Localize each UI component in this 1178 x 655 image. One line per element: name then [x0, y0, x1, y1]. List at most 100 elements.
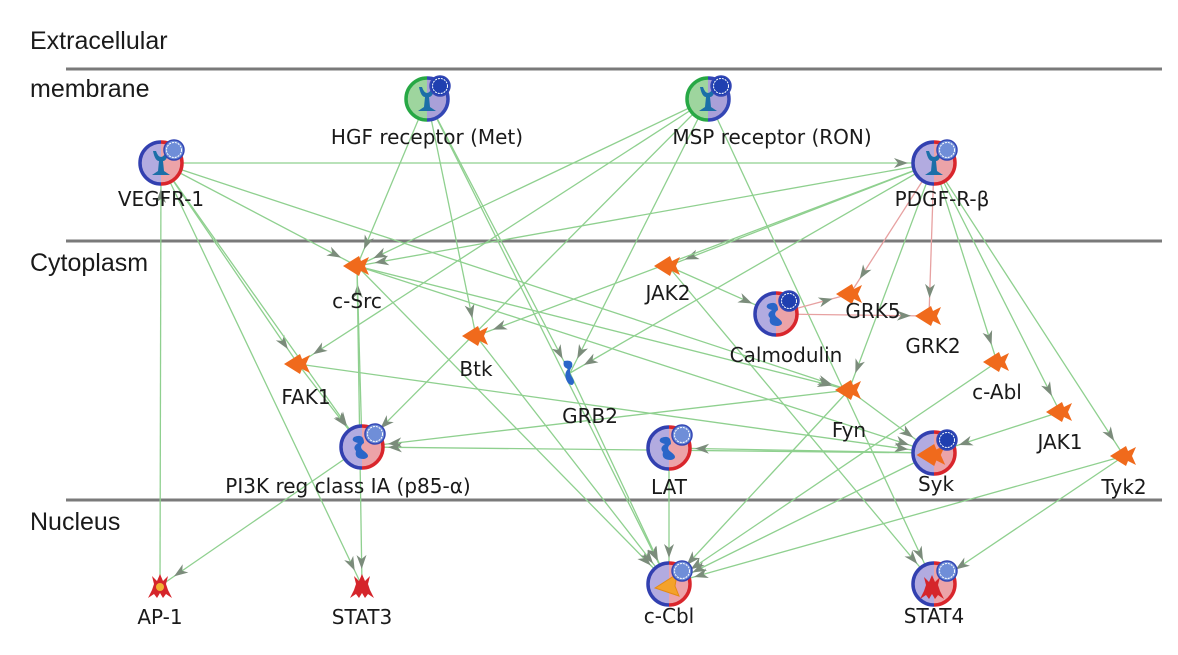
edge-arrowhead [694, 443, 710, 454]
edge-line [668, 361, 998, 585]
edge-line [475, 162, 935, 337]
edge-line [475, 335, 670, 585]
node-grk2[interactable] [915, 306, 941, 326]
node-grb2[interactable] [563, 360, 575, 385]
kinase-icon [836, 284, 862, 304]
tf-dot [156, 583, 164, 591]
receptor-glyph [699, 87, 717, 111]
edge-line [356, 265, 670, 585]
node-vegfr1[interactable] [138, 139, 185, 186]
transcription-factor-icon [920, 575, 944, 599]
edge-arrowhead [637, 551, 651, 566]
edge-arrowhead [855, 358, 865, 374]
receptor-glyph [418, 87, 436, 111]
node-syk[interactable] [911, 429, 958, 476]
badge-ring [674, 427, 690, 443]
node-label-stat3: STAT3 [332, 605, 392, 629]
edge-arrowhead [374, 255, 390, 266]
edge-arrowhead [982, 329, 993, 345]
edge-arrowhead [894, 435, 910, 446]
edge-line [160, 162, 299, 365]
edge-arrowhead [174, 564, 189, 577]
edge-line [933, 162, 1125, 457]
node-grk5[interactable] [836, 284, 862, 304]
edge-line [356, 162, 935, 267]
node-label-calmodulin: Calmodulin [730, 343, 843, 367]
node-csrc[interactable] [343, 256, 369, 276]
edge-pdgfrb-csrc [356, 162, 935, 267]
node-pi3k[interactable] [339, 423, 386, 470]
node-label-jak2: JAK2 [643, 281, 690, 305]
badge-ring [939, 142, 955, 158]
edge-arrowhead [464, 303, 475, 319]
node-stat3[interactable] [350, 574, 374, 598]
badge-ring [674, 563, 690, 579]
edge-arrowhead [583, 353, 599, 366]
node-ap1[interactable] [148, 574, 172, 598]
node-label-msp: MSP receptor (RON) [672, 125, 871, 149]
edge-fyn-ccbl [668, 389, 850, 585]
kinase-icon [462, 326, 488, 346]
node-ccbl[interactable] [646, 560, 693, 607]
edge-hgf-ccbl [426, 98, 670, 585]
edge-tyk2-stat4 [933, 455, 1125, 585]
node-label-lat: LAT [651, 475, 688, 499]
ring-blue-arc [911, 430, 935, 476]
badge-ring [939, 432, 955, 448]
edge-hgf-btk [426, 98, 477, 337]
node-jak1[interactable] [1046, 402, 1072, 422]
node-tyk2[interactable] [1110, 446, 1136, 466]
edge-arrowhead [817, 297, 833, 308]
node-jak2[interactable] [654, 256, 680, 276]
node-fyn[interactable] [835, 380, 861, 400]
edge-arrowhead [898, 425, 914, 438]
edge-arrowhead [326, 246, 342, 258]
compartment-label-extracellular: Extracellular [30, 27, 168, 55]
edge-grb2-ccbl [569, 372, 670, 585]
badge-ring [781, 293, 797, 309]
node-cabl[interactable] [983, 352, 1009, 372]
node-fak1[interactable] [284, 354, 310, 374]
edge-msp-csrc [356, 98, 709, 267]
edge-line [707, 98, 935, 585]
node-label-vegfr1: VEGFR-1 [118, 187, 204, 211]
node-calmodulin[interactable] [753, 290, 800, 337]
node-label-ap1: AP-1 [137, 605, 182, 629]
edge-pdgfrb-tyk2 [933, 162, 1125, 457]
edge-pdgfrb-jak1 [933, 162, 1061, 413]
node-btk[interactable] [462, 326, 488, 346]
node-lat[interactable] [646, 424, 693, 471]
kinase-icon [654, 256, 680, 276]
edge-arrowhead [380, 415, 394, 429]
edge-line [668, 455, 1125, 585]
node-label-fyn: Fyn [832, 418, 866, 442]
edge-pdgfrb-grk2 [925, 162, 936, 317]
edge-vegfr1-stat3 [160, 162, 363, 587]
edge-arrowhead [912, 545, 924, 561]
edge-line [569, 372, 670, 585]
kinase-icon [1046, 402, 1072, 422]
edge-arrowhead [694, 568, 709, 578]
node-pdgfrb[interactable] [911, 139, 958, 186]
ring-blue-arc [646, 561, 670, 607]
edge-msp-pi3k [361, 98, 709, 448]
edge-arrowhead [958, 435, 974, 446]
ring-blue-arc [138, 140, 162, 186]
node-stat4[interactable] [911, 560, 958, 607]
edge-line [426, 98, 477, 337]
edge-line [160, 162, 363, 587]
compartment-label-nucleus: Nucleus [30, 508, 120, 536]
edge-line [933, 162, 998, 363]
kinase-icon [343, 256, 369, 276]
binding-protein-glyph [659, 436, 675, 460]
ring-blue-arc [911, 561, 935, 607]
binding-protein-glyph [352, 435, 368, 459]
node-hgf[interactable] [404, 75, 451, 122]
edge-ap1-vegfr1 [155, 162, 166, 587]
receptor-glyph [925, 151, 943, 175]
node-msp[interactable] [685, 75, 732, 122]
edge-pi3k-ap1 [159, 446, 363, 587]
label-layer: HGF receptor (Met)MSP receptor (RON)VEGF… [118, 125, 1147, 629]
edge-calmodulin-grk2 [775, 310, 930, 321]
